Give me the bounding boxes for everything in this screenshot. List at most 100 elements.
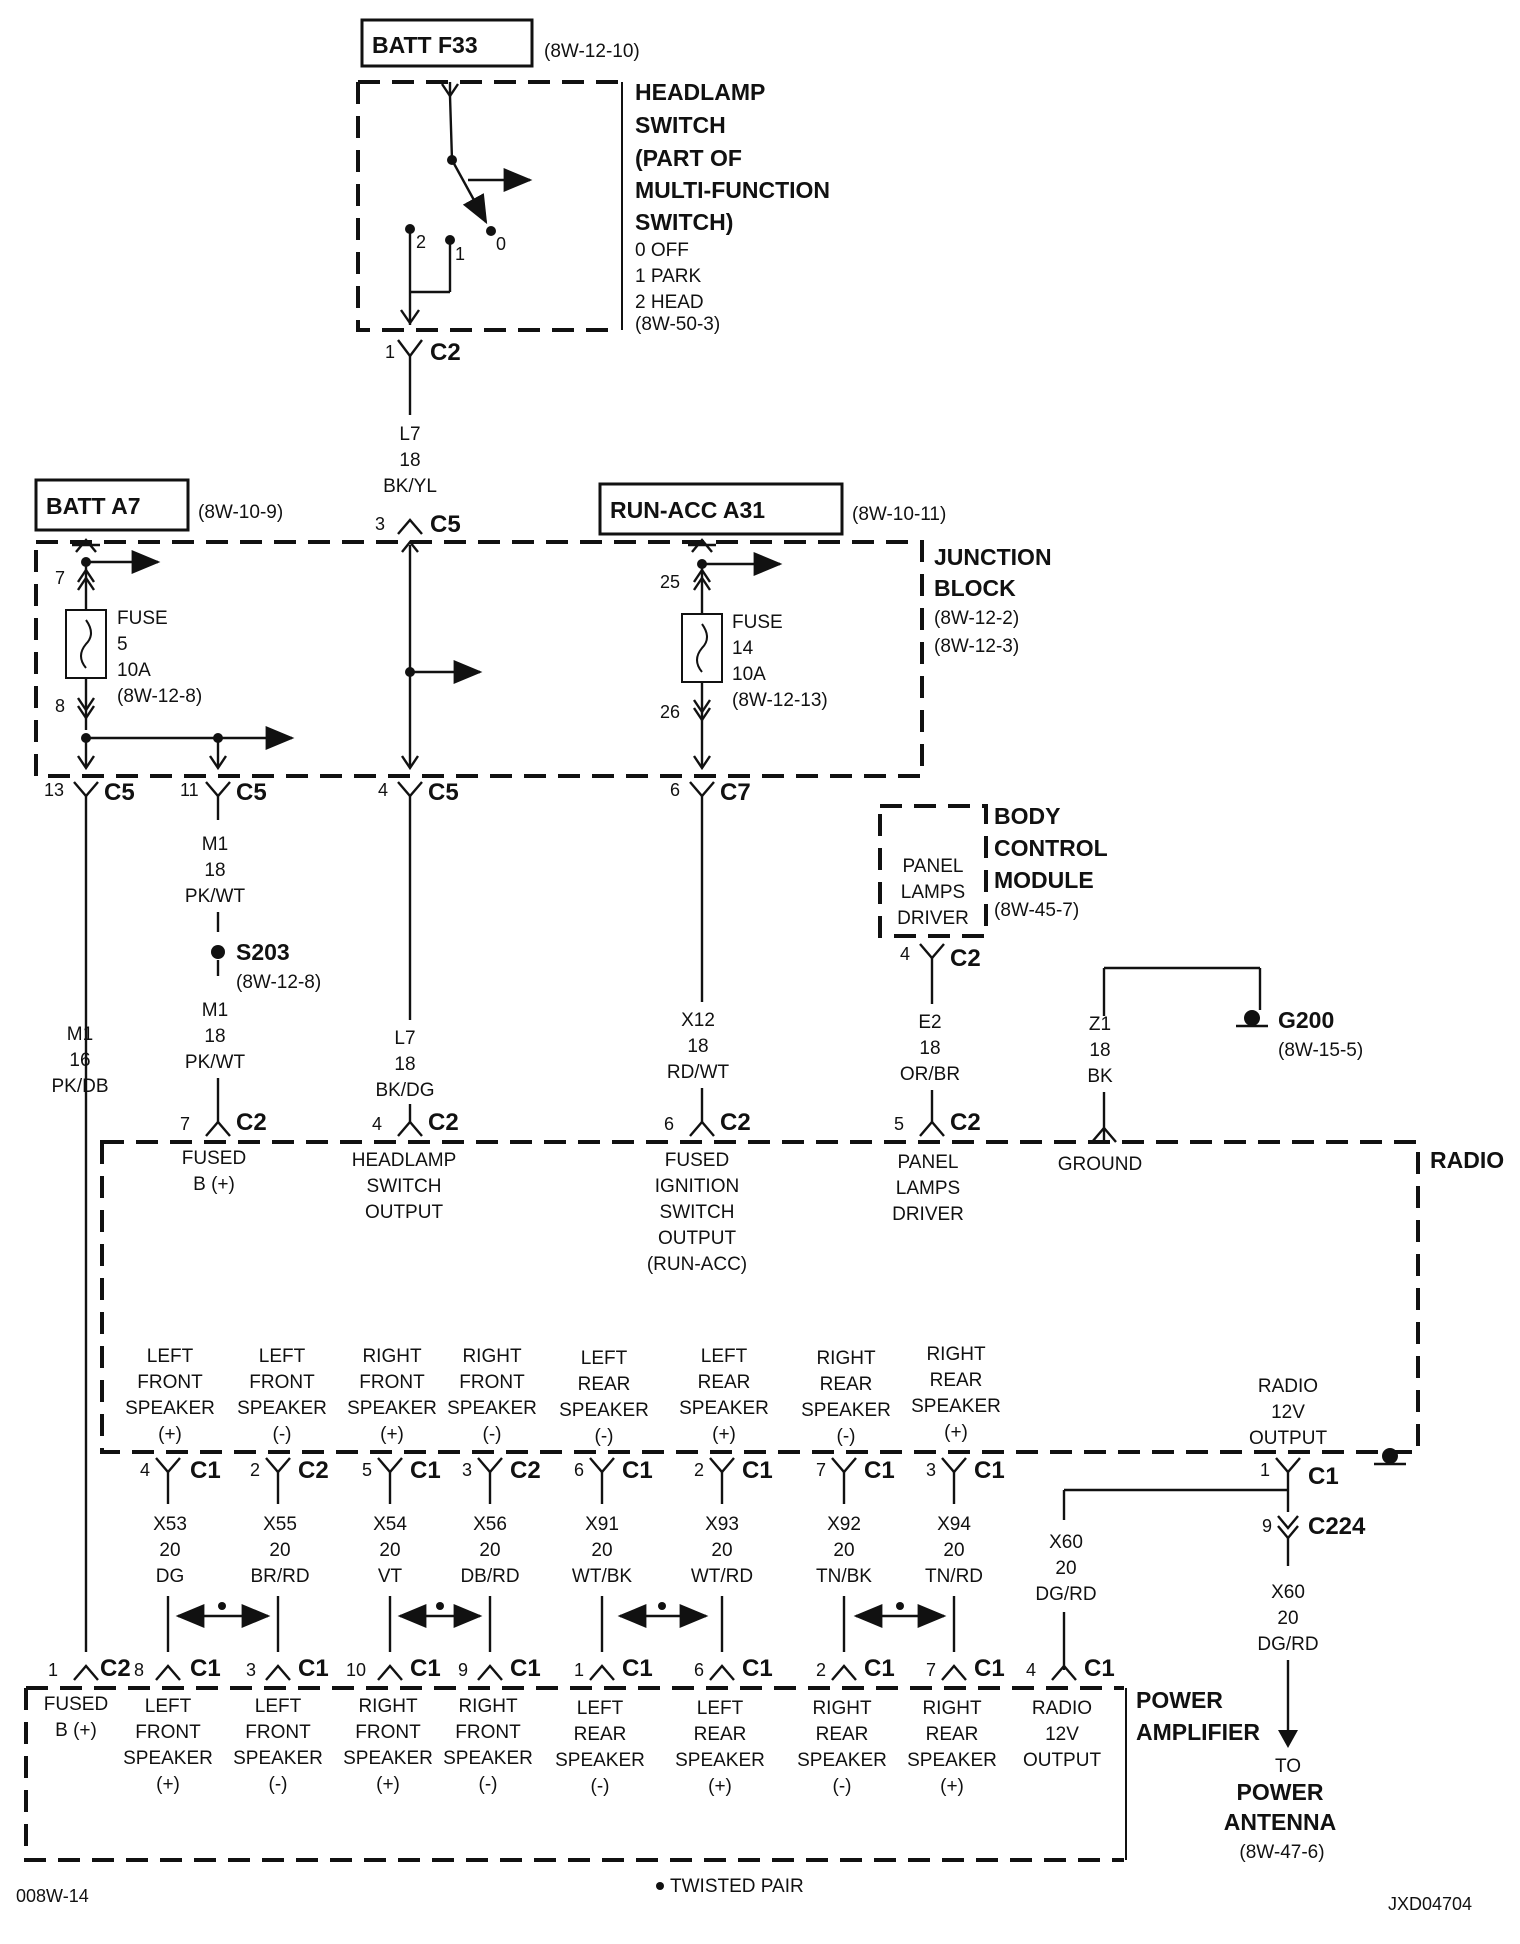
- svg-text:(8W-12-3): (8W-12-3): [934, 636, 1019, 657]
- svg-text:MODULE: MODULE: [994, 867, 1094, 893]
- svg-text:C1: C1: [974, 1655, 1005, 1682]
- svg-text:HEADLAMP: HEADLAMP: [352, 1150, 457, 1171]
- power-amplifier: POWER AMPLIFIER: [24, 1686, 1260, 1862]
- svg-text:RIGHT: RIGHT: [926, 1344, 986, 1365]
- svg-text:X56: X56: [473, 1514, 507, 1535]
- radio: RADIO: [100, 1140, 1504, 1466]
- svg-text:6: 6: [694, 1660, 704, 1680]
- svg-text:(-): (-): [591, 1776, 610, 1797]
- svg-text:(8W-12-13): (8W-12-13): [732, 690, 828, 711]
- svg-text:SPEAKER: SPEAKER: [911, 1396, 1001, 1417]
- svg-text:(8W-10-9): (8W-10-9): [198, 502, 283, 523]
- svg-text:VT: VT: [378, 1566, 403, 1587]
- svg-text:SPEAKER: SPEAKER: [555, 1750, 645, 1771]
- svg-text:C2: C2: [298, 1457, 329, 1484]
- svg-text:OUTPUT: OUTPUT: [1249, 1428, 1328, 1449]
- svg-text:LEFT: LEFT: [581, 1348, 628, 1369]
- svg-text:FUSE: FUSE: [732, 612, 783, 633]
- svg-text:POWER: POWER: [1136, 1687, 1223, 1713]
- fuse-5-branch: 7 8 FUSE 5 10A (8W-12-8): [55, 538, 295, 771]
- svg-text:18: 18: [394, 1054, 415, 1075]
- svg-text:REAR: REAR: [930, 1370, 983, 1391]
- svg-text:(-): (-): [273, 1424, 292, 1445]
- svg-text:GROUND: GROUND: [1058, 1154, 1142, 1175]
- svg-text:SWITCH): SWITCH): [635, 209, 733, 235]
- svg-text:FRONT: FRONT: [359, 1372, 425, 1393]
- svg-text:4: 4: [140, 1460, 150, 1480]
- junction-c5-input: 3 C5: [375, 511, 483, 768]
- svg-text:Z1: Z1: [1089, 1014, 1111, 1035]
- svg-text:REAR: REAR: [698, 1372, 751, 1393]
- svg-text:4: 4: [900, 944, 910, 964]
- svg-text:BK/YL: BK/YL: [383, 476, 437, 497]
- svg-text:12V: 12V: [1271, 1402, 1305, 1423]
- svg-text:C2: C2: [428, 1109, 459, 1136]
- svg-text:C5: C5: [428, 779, 459, 806]
- svg-text:FRONT: FRONT: [137, 1372, 203, 1393]
- svg-text:LAMPS: LAMPS: [896, 1178, 960, 1199]
- svg-text:008W-14: 008W-14: [16, 1886, 89, 1906]
- svg-text:X55: X55: [263, 1514, 297, 1535]
- svg-text:SPEAKER: SPEAKER: [125, 1398, 215, 1419]
- svg-text:FRONT: FRONT: [459, 1372, 525, 1393]
- svg-text:FUSE: FUSE: [117, 608, 168, 629]
- radio-output-labels: LEFT FRONT SPEAKER (+) LEFT FRONT SPEAKE…: [125, 1344, 1327, 1449]
- svg-text:2: 2: [416, 232, 426, 252]
- svg-text:(-): (-): [483, 1424, 502, 1445]
- radio-12v-output-wiring: 9 C224 X60 20 DG/RD X60 20 DG/RD: [1035, 1488, 1366, 1748]
- svg-text:(-): (-): [837, 1426, 856, 1447]
- svg-text:(+): (+): [708, 1776, 732, 1797]
- svg-text:C2: C2: [100, 1655, 131, 1682]
- svg-text:5: 5: [117, 634, 128, 655]
- svg-text:(8W-10-11): (8W-10-11): [852, 504, 946, 525]
- svg-text:C1: C1: [974, 1457, 1005, 1484]
- svg-text:20: 20: [269, 1540, 290, 1561]
- svg-text:5: 5: [362, 1460, 372, 1480]
- svg-text:2: 2: [694, 1460, 704, 1480]
- svg-text:2: 2: [250, 1460, 260, 1480]
- svg-text:13: 13: [44, 780, 64, 800]
- svg-text:(+): (+): [376, 1774, 400, 1795]
- wire-x12-rd-wt: X12 18 RD/WT: [667, 796, 730, 1122]
- svg-text:SWITCH: SWITCH: [367, 1176, 442, 1197]
- svg-text:C1: C1: [1084, 1655, 1115, 1682]
- svg-text:SPEAKER: SPEAKER: [559, 1400, 649, 1421]
- svg-text:REAR: REAR: [816, 1724, 869, 1745]
- svg-text:DRIVER: DRIVER: [897, 908, 969, 929]
- svg-text:1: 1: [455, 244, 465, 264]
- run-acc-a31-source: RUN-ACC A31 (8W-10-11): [598, 482, 946, 536]
- svg-text:7: 7: [180, 1114, 190, 1134]
- svg-text:C1: C1: [190, 1457, 221, 1484]
- svg-text:BODY: BODY: [994, 803, 1060, 829]
- svg-text:10A: 10A: [732, 664, 766, 685]
- svg-text:3: 3: [926, 1460, 936, 1480]
- wire-e2-or-br: E2 18 OR/BR: [900, 958, 960, 1122]
- svg-text:JUNCTION: JUNCTION: [934, 544, 1052, 570]
- svg-text:RD/WT: RD/WT: [667, 1062, 730, 1083]
- svg-text:16: 16: [69, 1050, 90, 1071]
- svg-text:C2: C2: [510, 1457, 541, 1484]
- svg-text:(8W-12-10): (8W-12-10): [544, 41, 640, 62]
- svg-text:9: 9: [1262, 1516, 1272, 1536]
- batt-f33-source: BATT F33 (8W-12-10): [360, 18, 640, 68]
- svg-text:RADIO: RADIO: [1430, 1147, 1504, 1173]
- svg-text:20: 20: [943, 1540, 964, 1561]
- svg-text:1: 1: [1260, 1460, 1270, 1480]
- svg-text:9: 9: [458, 1660, 468, 1680]
- svg-text:2: 2: [816, 1660, 826, 1680]
- svg-text:MULTI-FUNCTION: MULTI-FUNCTION: [635, 177, 830, 203]
- svg-text:BK/DG: BK/DG: [375, 1080, 434, 1101]
- svg-text:SPEAKER: SPEAKER: [675, 1750, 765, 1771]
- svg-text:AMPLIFIER: AMPLIFIER: [1136, 1719, 1260, 1745]
- svg-text:IGNITION: IGNITION: [655, 1176, 739, 1197]
- svg-text:B (+): B (+): [55, 1720, 97, 1741]
- svg-text:REAR: REAR: [926, 1724, 979, 1745]
- svg-text:LAMPS: LAMPS: [901, 882, 965, 903]
- svg-text:20: 20: [479, 1540, 500, 1561]
- svg-text:C1: C1: [410, 1655, 441, 1682]
- svg-text:DB/RD: DB/RD: [460, 1566, 519, 1587]
- svg-text:M1: M1: [67, 1024, 93, 1045]
- svg-text:7: 7: [816, 1460, 826, 1480]
- svg-text:RADIO: RADIO: [1032, 1698, 1092, 1719]
- svg-text:C2: C2: [236, 1109, 267, 1136]
